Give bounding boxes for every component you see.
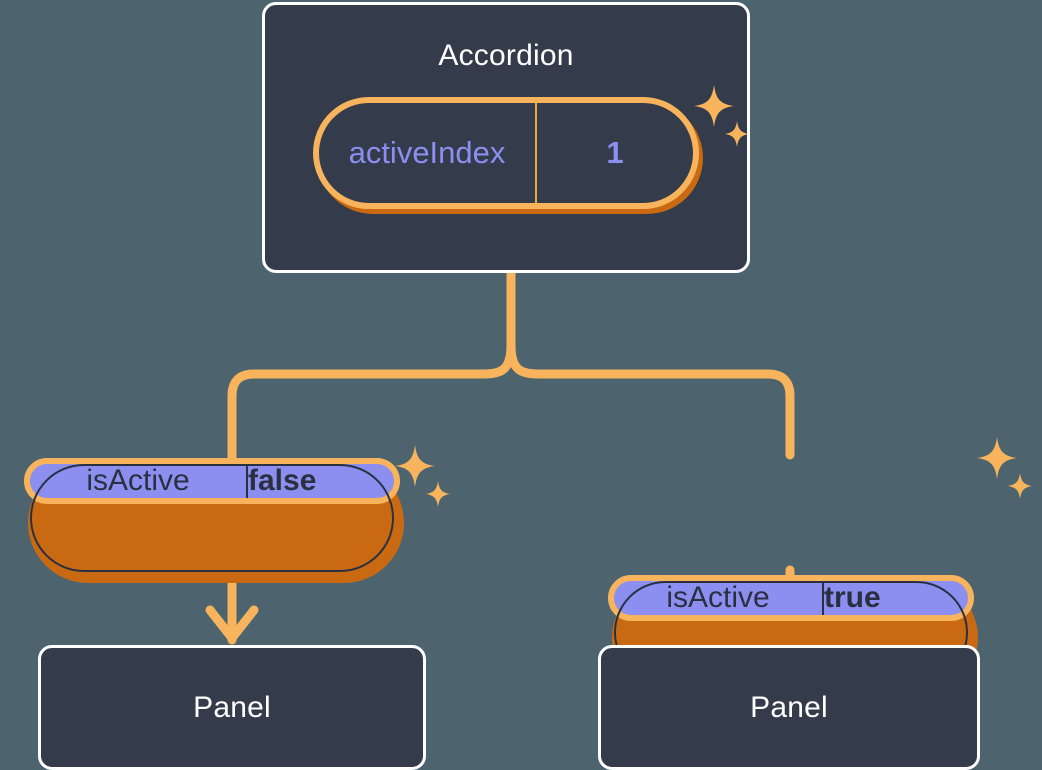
left-prop-pill[interactable]: isActive false bbox=[24, 458, 404, 583]
panel-card-title: Panel bbox=[750, 690, 828, 724]
branch-right-line bbox=[506, 340, 795, 460]
arrow-left-head bbox=[205, 605, 259, 643]
state-key-label: activeIndex bbox=[319, 103, 537, 203]
prop-key-label: isActive bbox=[614, 581, 824, 615]
pill-body: isActive false bbox=[24, 458, 400, 504]
pill-body: isActive true bbox=[608, 575, 974, 621]
panel-component-card-left[interactable]: Panel bbox=[38, 645, 426, 770]
panel-component-card-right[interactable]: Panel bbox=[598, 645, 980, 770]
panel-card-title: Panel bbox=[193, 690, 271, 724]
accordion-card-title: Accordion bbox=[438, 39, 574, 72]
accordion-state-pill[interactable]: activeIndex 1 bbox=[313, 97, 703, 214]
prop-value-label: true bbox=[824, 581, 881, 614]
accordion-component-card[interactable]: Accordion activeIndex 1 bbox=[262, 2, 750, 273]
prop-value-label: false bbox=[248, 464, 317, 497]
pill-body: activeIndex 1 bbox=[313, 97, 699, 209]
prop-key-label: isActive bbox=[30, 464, 248, 498]
state-value-label: 1 bbox=[606, 135, 624, 170]
branch-left-line bbox=[227, 340, 516, 463]
